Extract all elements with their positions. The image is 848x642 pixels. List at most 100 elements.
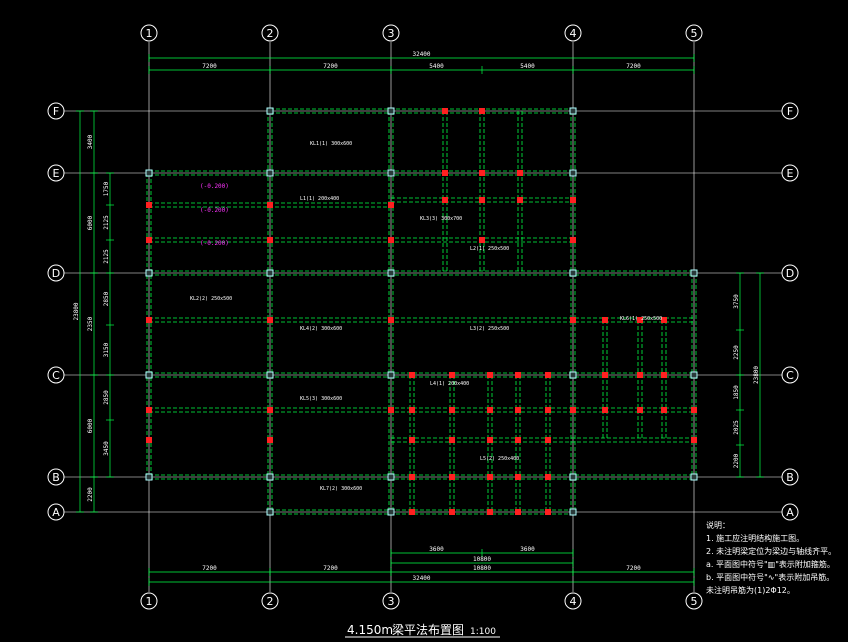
axis-bubble-bottom-0-label: 1 xyxy=(146,595,153,608)
column-box-12 xyxy=(145,371,153,379)
axis-bubble-bottom-4-label: 5 xyxy=(691,595,698,608)
dim-left-inner-text-5: 2850 xyxy=(103,390,110,405)
column-box-7 xyxy=(145,269,153,277)
column-box-13 xyxy=(266,371,274,379)
column-box-21 xyxy=(690,473,698,481)
axis-bubble-right-4-label: B xyxy=(786,471,794,484)
column-red-34 xyxy=(637,372,643,378)
column-red-36 xyxy=(691,407,697,413)
column-red-24 xyxy=(487,372,493,378)
beam-label-10: L5(2) 250x400 xyxy=(480,456,519,462)
axis-bubble-right-0-label: F xyxy=(787,105,793,118)
column-red-50 xyxy=(602,407,608,413)
dim-bottom-mid-text-0: 10800 xyxy=(473,556,491,563)
column-red-62 xyxy=(545,509,551,515)
column-red-18 xyxy=(570,317,576,323)
column-red-13 xyxy=(570,237,576,243)
column-red-15 xyxy=(146,317,152,323)
axis-bubble-left-0-label: F xyxy=(53,105,59,118)
column-red-21 xyxy=(388,407,394,413)
dim-right-outer-text-4: 2200 xyxy=(733,453,740,468)
dim-left-inner-text-1: 2125 xyxy=(103,215,110,230)
column-red-51 xyxy=(637,407,643,413)
column-red-60 xyxy=(487,509,493,515)
column-box-5 xyxy=(387,169,395,177)
column-red-19 xyxy=(146,407,152,413)
dim-left-outer-text-3: 6000 xyxy=(87,418,94,433)
axis-bubble-right-2-circle xyxy=(781,264,799,282)
dim-bottom-inner-text-0: 3600 xyxy=(429,546,444,553)
dim-left-outer-text-4: 2200 xyxy=(87,487,94,502)
column-red-30 xyxy=(515,407,521,413)
column-red-58 xyxy=(409,509,415,515)
column-red-26 xyxy=(545,372,551,378)
column-red-17 xyxy=(388,317,394,323)
axis-bubble-bottom-3-label: 4 xyxy=(570,595,577,608)
dim-bottom-inner-text-1: 3600 xyxy=(520,546,535,553)
column-red-29 xyxy=(487,407,493,413)
elevation-mark-0: (-0.200) xyxy=(200,183,229,190)
column-red-44 xyxy=(146,437,152,443)
dim-bottom-spans-text-0: 7200 xyxy=(202,565,217,572)
dim-bottom-spans-text-1: 7200 xyxy=(323,565,338,572)
axis-bubble-bottom-4-circle xyxy=(685,592,703,610)
dim-right-outer-text-0: 3750 xyxy=(733,294,740,309)
beam-label-11: KL7(2) 300x600 xyxy=(320,486,362,492)
axis-bubble-top-2-label: 3 xyxy=(388,27,395,40)
column-red-10 xyxy=(479,197,485,203)
column-red-38 xyxy=(409,437,415,443)
note-item-4: b. 平面图中符号"∿"表示附加吊筋。 xyxy=(706,572,834,582)
axis-bubble-top-1-label: 2 xyxy=(267,27,274,40)
column-red-37 xyxy=(691,437,697,443)
beam-label-7: KL5(3) 300x600 xyxy=(300,396,342,402)
title-elevation: 4.150m xyxy=(347,623,393,637)
dim-right-total-text-0: 23800 xyxy=(753,366,760,384)
axis-bubble-right-1-circle xyxy=(781,164,799,182)
notes-block: 说明： 1. 施工应注明结构施工图。 2. 未注明梁定位为梁边与轴线齐平。 a.… xyxy=(706,520,836,595)
column-red-4 xyxy=(388,202,394,208)
note-item-5: 未注明吊筋为(1)2Φ12。 xyxy=(706,585,795,595)
beam-label-0: KL1(1) 300x600 xyxy=(310,141,352,147)
column-box-11 xyxy=(690,269,698,277)
axis-bubble-top-4-circle xyxy=(685,24,703,42)
dim-right-outer-text-2: 1850 xyxy=(733,385,740,400)
dim-top-spans-text-0: 7200 xyxy=(202,63,217,70)
dim-left-outer-text-1: 6000 xyxy=(87,215,94,230)
column-red-53 xyxy=(409,474,415,480)
axis-bubble-left-3-circle xyxy=(47,366,65,384)
dim-left-total-text-0: 23800 xyxy=(73,302,80,320)
column-red-57 xyxy=(545,474,551,480)
column-red-56 xyxy=(515,474,521,480)
dim-left-inner-text-6: 3450 xyxy=(103,441,110,456)
dim-left-inner-text-3: 2850 xyxy=(103,291,110,306)
column-box-18 xyxy=(266,473,274,481)
axis-bubble-left-5-label: A xyxy=(52,506,60,519)
column-red-61 xyxy=(515,509,521,515)
column-red-40 xyxy=(487,437,493,443)
column-red-6 xyxy=(442,170,448,176)
axis-bubble-right-0-circle xyxy=(781,102,799,120)
axis-bubble-left-0-circle xyxy=(47,102,65,120)
column-red-39 xyxy=(449,437,455,443)
column-box-15 xyxy=(569,371,577,379)
column-red-5 xyxy=(388,237,394,243)
dim-left-inner-text-4: 3150 xyxy=(103,342,110,357)
drawing-title: 4.150m 梁平法布置图 1:100 xyxy=(345,622,500,638)
column-red-42 xyxy=(545,437,551,443)
dim-top-spans-text-1: 7200 xyxy=(323,63,338,70)
axis-bubble-bottom-0-circle xyxy=(140,592,158,610)
beam-label-5: KL4(2) 300x600 xyxy=(300,326,342,332)
column-red-7 xyxy=(479,170,485,176)
axis-bubble-top-1-circle xyxy=(261,24,279,42)
column-box-16 xyxy=(690,371,698,379)
beam-label-2: KL3(3) 300x700 xyxy=(420,216,462,222)
axis-bubble-right-4-circle xyxy=(781,468,799,486)
axis-bubble-left-2-circle xyxy=(47,264,65,282)
notes-heading: 说明： xyxy=(706,520,730,530)
axis-bubble-left-3-label: C xyxy=(52,369,60,382)
column-red-31 xyxy=(545,407,551,413)
column-red-49 xyxy=(661,317,667,323)
column-box-8 xyxy=(266,269,274,277)
